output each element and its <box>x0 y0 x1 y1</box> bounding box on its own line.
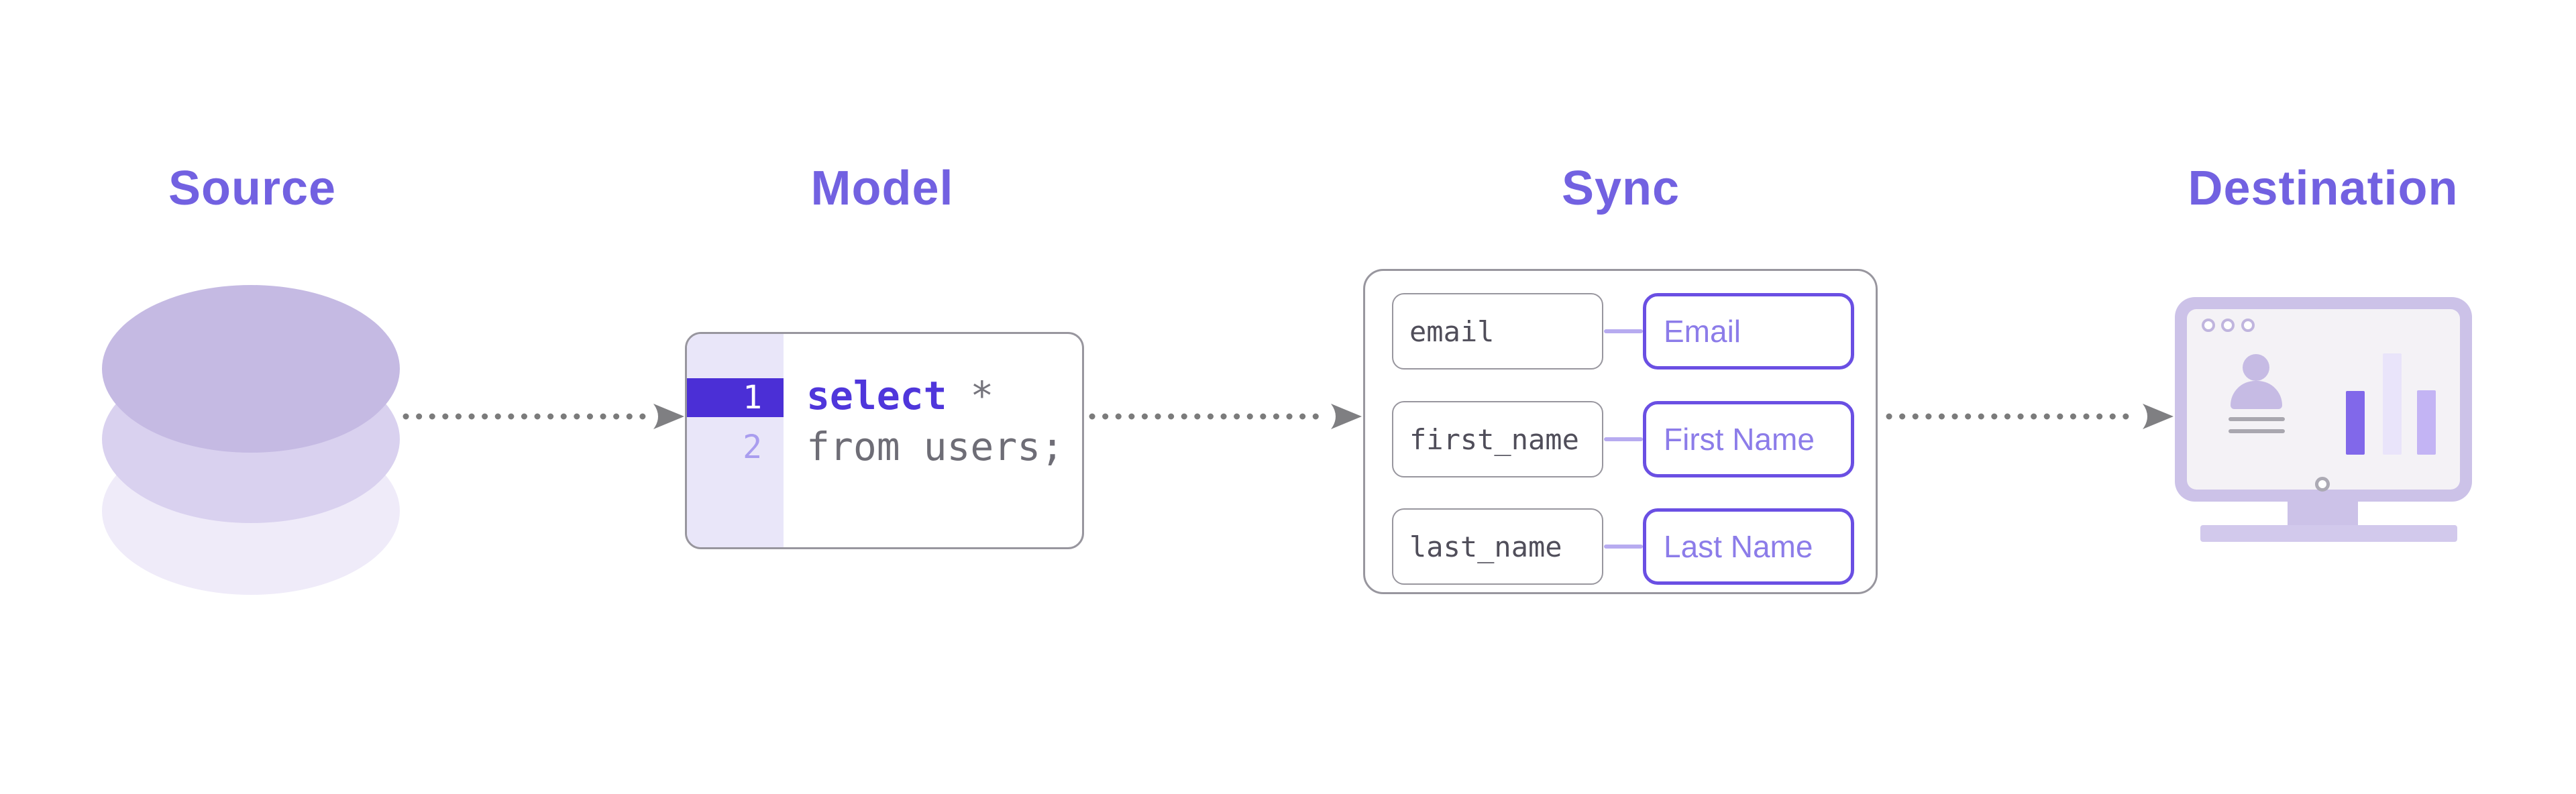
line-number-1: 1 <box>743 379 762 416</box>
chart-bar <box>2417 390 2436 455</box>
text-line <box>2229 429 2285 433</box>
window-dot-icon <box>2202 319 2215 332</box>
monitor-frame <box>2175 297 2472 502</box>
dotted-arrow-icon <box>1886 404 2174 429</box>
sync-title: Sync <box>1561 162 1680 215</box>
target-field-pill: Last Name <box>1643 508 1854 585</box>
mapping-row: last_name Last Name <box>1365 508 1876 585</box>
dotted-arrow-icon <box>1089 404 1362 429</box>
source-field-pill: first_name <box>1392 401 1603 477</box>
source-field-pill: email <box>1392 293 1603 370</box>
destination-title: Destination <box>2188 162 2459 215</box>
line-number-2: 2 <box>743 429 762 466</box>
window-dot-icon <box>2241 319 2255 332</box>
chart-bar <box>2383 353 2402 455</box>
sql-model-editor: 1 2 select * from users; <box>685 332 1084 549</box>
sql-line-1-rest: * <box>947 373 994 418</box>
source-title: Source <box>168 162 337 215</box>
sql-line-1: select * <box>806 374 994 417</box>
target-field-pill: First Name <box>1643 401 1854 477</box>
user-avatar-body <box>2231 381 2282 409</box>
mapping-connector-line <box>1604 437 1643 441</box>
monitor-button-icon <box>2315 477 2330 492</box>
model-title: Model <box>810 162 954 215</box>
window-dot-icon <box>2221 319 2235 332</box>
dotted-arrow-icon <box>402 404 684 429</box>
user-avatar-icon <box>2243 354 2269 381</box>
source-field-pill: last_name <box>1392 508 1603 585</box>
text-line <box>2229 417 2285 421</box>
mapping-row: first_name First Name <box>1365 401 1876 477</box>
sync-mapping-panel: email Email first_name First Name last_n… <box>1363 269 1878 594</box>
monitor-stand-base <box>2200 525 2457 542</box>
mapping-connector-line <box>1604 329 1643 333</box>
active-line-highlight <box>687 378 784 417</box>
chart-bar <box>2346 391 2365 455</box>
mapping-connector-line <box>1604 545 1643 549</box>
target-field-pill: Email <box>1643 293 1854 370</box>
monitor-stand-neck <box>2288 502 2358 526</box>
line-number-gutter <box>687 334 784 547</box>
sql-keyword: select <box>806 373 947 418</box>
mapping-row: email Email <box>1365 293 1876 370</box>
monitor-screen <box>2187 309 2460 492</box>
sql-line-2: from users; <box>806 424 1065 469</box>
database-disk-top <box>102 285 400 453</box>
